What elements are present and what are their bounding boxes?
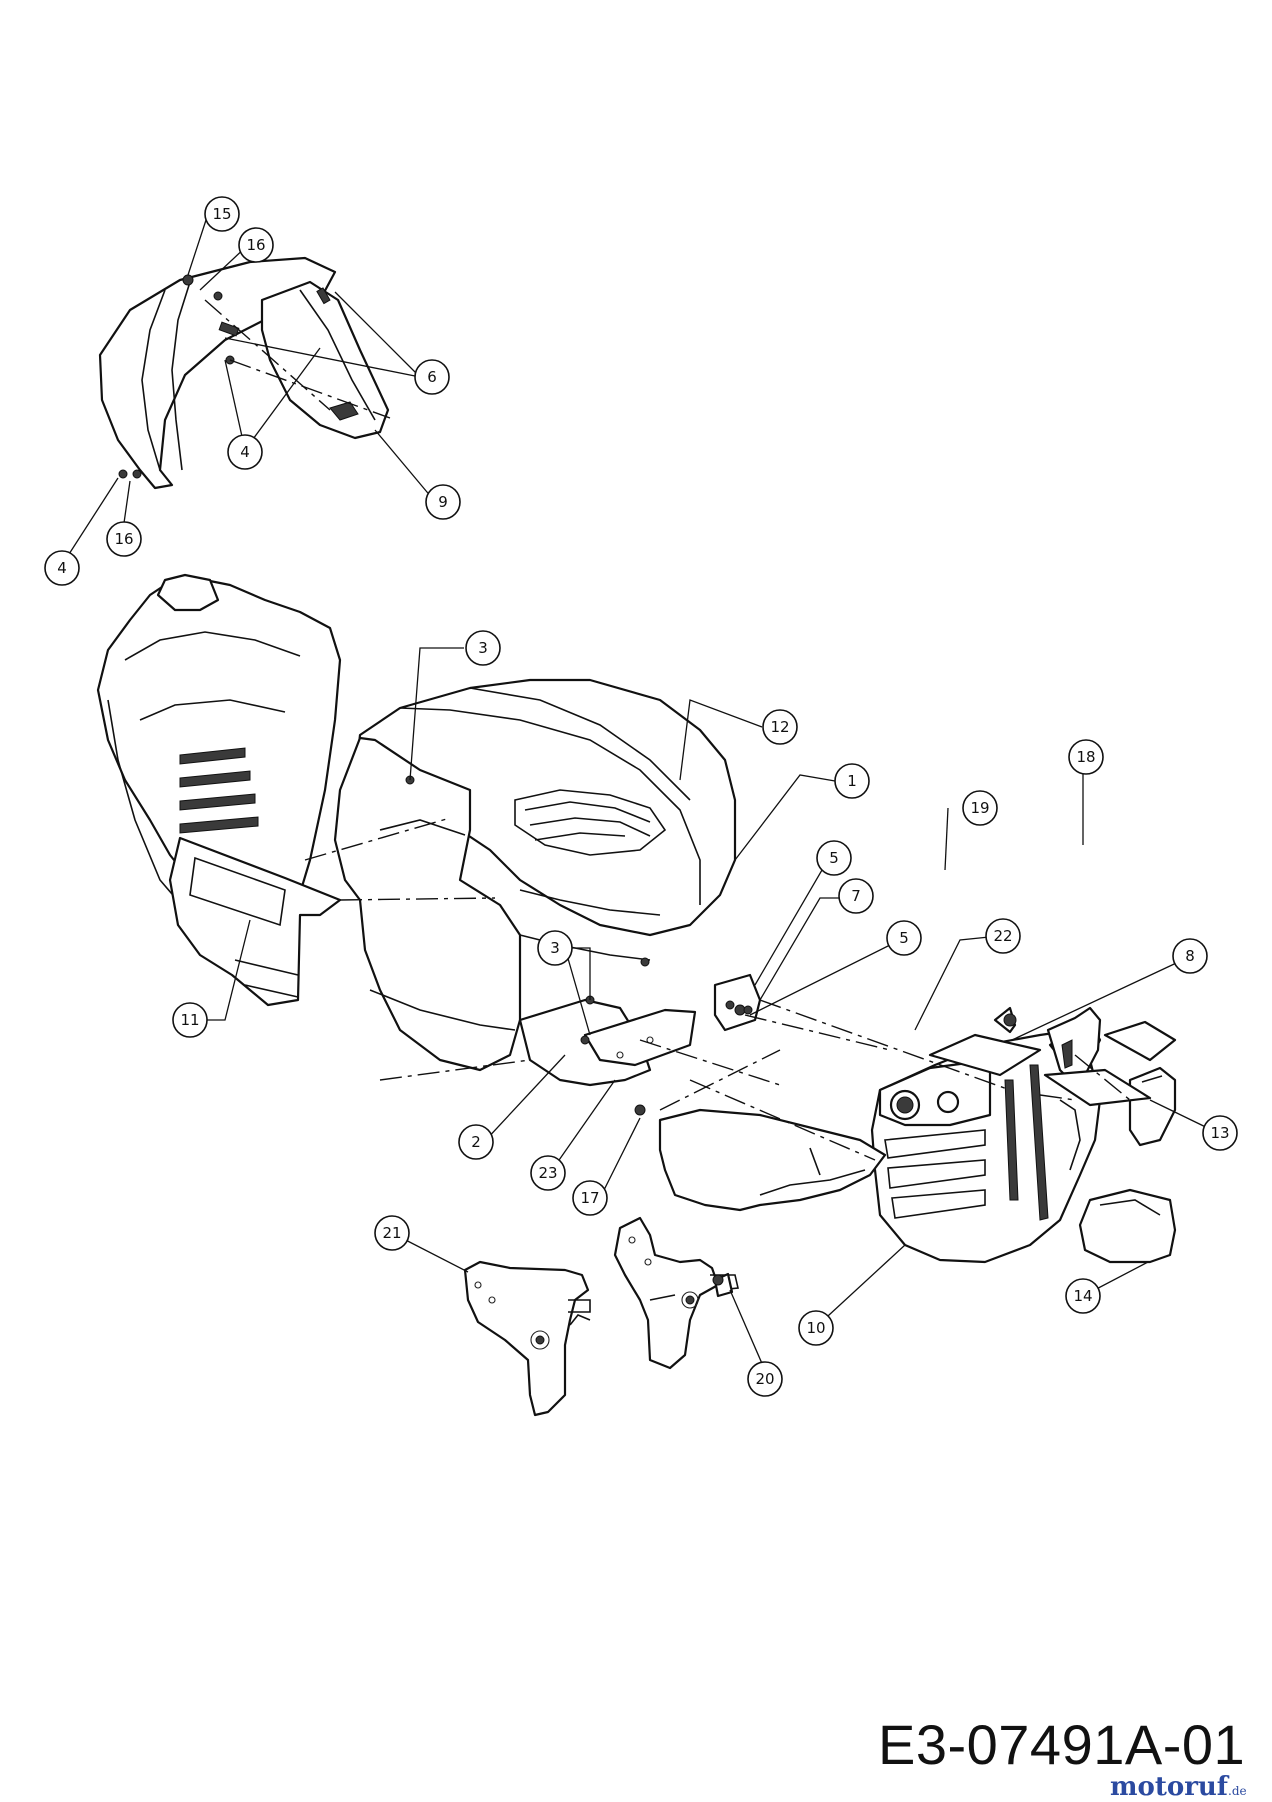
callout-6: 6 [414,359,450,395]
callout-9: 9 [425,484,461,520]
svg-text:5: 5 [829,849,839,867]
svg-text:8: 8 [1185,947,1195,965]
svg-text:9: 9 [438,493,448,511]
callout-2: 2 [458,1124,494,1160]
svg-text:4: 4 [57,559,67,577]
hood-side-panel [333,736,651,1072]
callout-23: 23 [530,1155,566,1191]
callout-15: 15 [204,196,240,232]
watermark-logo: motoruf.de [1110,1772,1247,1802]
mount-plate [518,973,762,1087]
dash-vents [179,747,259,834]
lens-part [1128,1066,1177,1147]
svg-text:18: 18 [1076,748,1095,766]
fender-cover [98,256,390,490]
svg-text:3: 3 [550,939,560,957]
svg-text:11: 11 [180,1011,199,1029]
bracket-left [463,1260,591,1417]
svg-text:14: 14 [1073,1287,1092,1305]
svg-text:2: 2 [471,1133,481,1151]
svg-text:22: 22 [993,927,1012,945]
callout-7: 7 [838,878,874,914]
drawing-code: E3-07491A-01 [878,1713,1246,1776]
callout-4: 4 [227,434,263,470]
callout-22: 22 [985,918,1021,954]
dash-tower [96,573,342,1007]
lower-skirt [658,1108,887,1212]
svg-text:15: 15 [212,205,231,223]
bumper-corner [1078,1188,1177,1264]
svg-text:7: 7 [851,887,861,905]
callout-1: 1 [834,763,870,799]
svg-text:3: 3 [478,639,488,657]
callout-10: 10 [798,1310,834,1346]
svg-text:17: 17 [580,1189,599,1207]
svg-text:6: 6 [427,368,437,386]
svg-text:10: 10 [806,1319,825,1337]
callout-3-lower: 3 [537,930,573,966]
svg-text:4: 4 [240,443,250,461]
svg-text:12: 12 [770,718,789,736]
svg-text:13: 13 [1210,1124,1229,1142]
pads [928,1020,1177,1107]
assembly-lines [204,299,1131,1161]
watermark-text: motoruf [1110,1772,1228,1802]
callout-21: 21 [374,1215,410,1251]
callout-5-lower: 5 [886,920,922,956]
callout-17: 17 [572,1180,608,1216]
svg-text:23: 23 [538,1164,557,1182]
callout-19: 19 [962,790,998,826]
callout-11: 11 [172,1002,208,1038]
callout-16-lower: 16 [106,521,142,557]
callout-4-lower: 4 [44,550,80,586]
watermark-suffix: .de [1228,1784,1247,1798]
callout-3: 3 [465,630,501,666]
bracket-right [613,1216,739,1370]
callout-20: 20 [747,1361,783,1397]
svg-text:19: 19 [970,799,989,817]
callout-14: 14 [1065,1278,1101,1314]
svg-text:20: 20 [755,1370,774,1388]
callout-13: 13 [1202,1115,1238,1151]
svg-text:1: 1 [847,772,857,790]
callout-18: 18 [1068,739,1104,775]
callout-16: 16 [238,227,274,263]
svg-text:16: 16 [114,530,133,548]
callout-12: 12 [762,709,798,745]
svg-text:5: 5 [899,929,909,947]
callout-5: 5 [816,840,852,876]
callout-8: 8 [1172,938,1208,974]
fasteners [118,274,1017,1286]
svg-text:21: 21 [382,1224,401,1242]
svg-text:16: 16 [246,236,265,254]
